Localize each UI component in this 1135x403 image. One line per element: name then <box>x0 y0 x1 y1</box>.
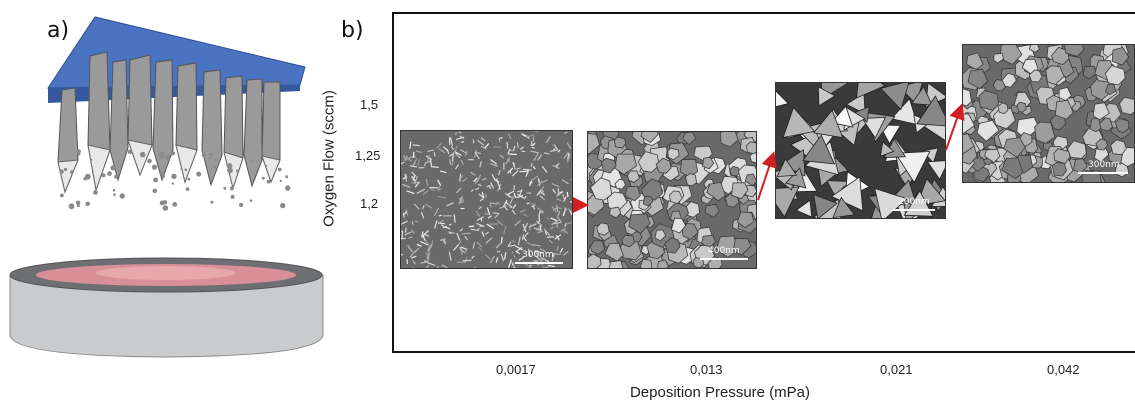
sem-micrograph-2 <box>587 131 757 269</box>
scale-label-4: 300nm <box>1088 160 1120 170</box>
x-tick-0-013: 0,013 <box>690 362 723 377</box>
x-axis-label: Deposition Pressure (mPa) <box>629 384 811 401</box>
scale-label-3: 200nm <box>898 197 930 207</box>
panel-a-label: a) <box>47 18 70 43</box>
y-tick-1-5: 1,5 <box>360 97 379 112</box>
plot-frame <box>392 12 1135 353</box>
sputter-target-illustration <box>47 16 306 211</box>
panel-b-label: b) <box>341 18 364 43</box>
scale-bar-2 <box>700 258 748 260</box>
sem-micrograph-1 <box>400 130 573 269</box>
x-tick-0-0017: 0,0017 <box>496 362 536 377</box>
scale-bar-4 <box>1078 172 1128 174</box>
scale-label-2: 400nm <box>708 246 740 256</box>
scale-bar-1 <box>515 262 563 264</box>
sem-micrograph-4 <box>962 44 1135 183</box>
y-tick-1-2: 1,2 <box>360 196 379 211</box>
scale-label-1: 300nm <box>522 250 554 260</box>
scale-bar-3 <box>893 209 935 211</box>
x-tick-0-042: 0,042 <box>1047 362 1080 377</box>
y-tick-1-25: 1,25 <box>355 148 381 163</box>
y-axis-label: Oxygen Flow (sccm) <box>320 90 338 227</box>
substrate-holder-illustration <box>9 257 324 358</box>
sputtering-illustration <box>9 16 324 358</box>
x-tick-0-021: 0,021 <box>880 362 913 377</box>
